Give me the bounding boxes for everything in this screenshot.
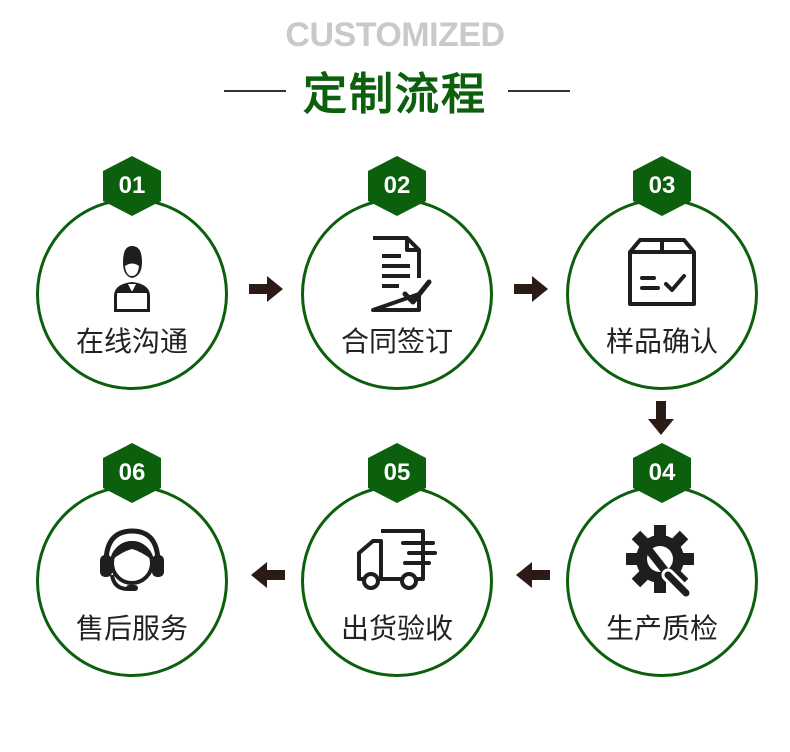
step-number: 02	[383, 172, 411, 199]
step-number-badge: 06	[103, 443, 161, 503]
step-label: 生产质检	[605, 612, 718, 645]
title-left-line	[224, 90, 286, 92]
sample-box-icon	[628, 238, 696, 306]
step-number-badge: 01	[103, 156, 161, 216]
step-number-badge: 04	[633, 443, 691, 503]
step-label: 在线沟通	[75, 325, 188, 358]
step-production-inspection: 04 生产质检	[566, 443, 758, 683]
arrow-left-icon	[516, 562, 550, 588]
step-number-badge: 02	[368, 156, 426, 216]
title-chinese: 定制流程	[303, 69, 487, 120]
step-number-badge: 05	[368, 443, 426, 503]
step-number: 04	[648, 459, 676, 486]
delivery-truck-icon	[357, 529, 437, 590]
step-contract-signing: 02 合同签订	[301, 156, 493, 396]
step-number: 01	[118, 172, 146, 199]
contract-document-icon	[371, 236, 432, 312]
step-label: 合同签订	[340, 325, 453, 358]
step-number: 06	[118, 459, 146, 486]
step-online-communication: 01 在线沟通	[36, 156, 228, 396]
step-sample-confirmation: 03 样品确认	[566, 156, 758, 396]
customer-service-person-icon	[114, 246, 150, 312]
step-number-badge: 03	[633, 156, 691, 216]
step-circle	[566, 198, 758, 390]
step-label: 样品确认	[605, 325, 718, 358]
step-label: 出货验收	[340, 612, 453, 645]
gear-wrench-icon	[626, 525, 694, 599]
arrow-right-icon	[249, 276, 283, 302]
arrow-down-icon	[648, 401, 674, 435]
step-after-sales-service: 06 售后服务	[36, 443, 228, 683]
step-number: 05	[383, 459, 411, 486]
arrow-left-icon	[251, 562, 285, 588]
title-english: CUSTOMIZED	[285, 16, 505, 54]
step-shipment-acceptance: 05 出货验收	[301, 443, 493, 683]
step-number: 03	[648, 172, 676, 199]
arrow-right-icon	[514, 276, 548, 302]
headset-support-icon	[100, 528, 164, 591]
step-circle	[301, 198, 493, 390]
step-label: 售后服务	[75, 612, 188, 645]
title-right-line	[508, 90, 570, 92]
